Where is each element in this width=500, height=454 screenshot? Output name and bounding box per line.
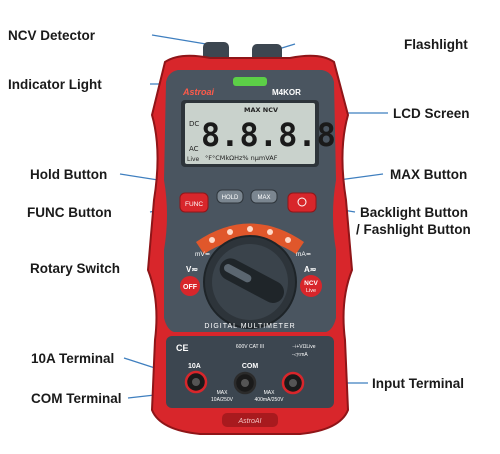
callout-fashlight-button: / Fashlight Button (356, 222, 471, 237)
term-com-label: COM (242, 363, 259, 370)
callout-flashlight: Flashlight (404, 37, 468, 52)
callout-com-terminal: COM Terminal (31, 391, 122, 406)
term-max2-value: 400mA/250V (255, 397, 285, 403)
dial-a-label: A≂ (304, 265, 317, 274)
lcd-digits: 8.8.8.8 (201, 116, 336, 154)
foot-badge (222, 413, 278, 427)
callout-backlight-button: Backlight Button (360, 205, 468, 220)
term-max1-value: 10A/250V (211, 397, 234, 403)
dial-ncv-label: NCV (304, 280, 318, 287)
callout-hold-button: Hold Button (30, 167, 108, 182)
terminal-input[interactable] (281, 371, 305, 395)
rotary-switch[interactable] (203, 235, 297, 329)
lcd-ac: AC (189, 145, 199, 153)
backlight-button[interactable] (287, 192, 317, 213)
callout-ncv-detector: NCV Detector (8, 28, 96, 43)
lcd-units: °F°CMkΩHz% nµmVAF (205, 154, 278, 162)
lcd-live: Live (187, 156, 200, 163)
rotary-knob-pointer (223, 264, 252, 283)
leader-ncv (151, 34, 213, 46)
dial-ncv-marker (300, 275, 322, 297)
lcd-screen (185, 103, 315, 164)
ce-mark: CE (176, 343, 189, 353)
backlight-icon (297, 197, 307, 207)
func-button-label: FUNC (185, 201, 203, 208)
term-max2-label: MAX (264, 390, 276, 396)
dial-ncv-live-label: Live (306, 288, 316, 294)
cat-rating: 600V CAT III (236, 344, 264, 350)
callout-lcd-screen: LCD Screen (393, 106, 470, 121)
vlive-label: ⊣+VΩLive (292, 344, 316, 350)
hold-button-label: HOLD (222, 195, 239, 201)
callout-10a-terminal: 10A Terminal (31, 351, 115, 366)
term-10a-label: 10A (188, 363, 201, 370)
terminal-10a[interactable] (184, 370, 208, 394)
dial-mv-label: mV≂ (195, 251, 211, 258)
max-button[interactable]: MAX (250, 189, 278, 204)
callout-rotary-switch: Rotary Switch (30, 261, 121, 276)
foot-brand: AstroAI (238, 418, 262, 425)
dial-range-icons (209, 226, 291, 243)
term-max1-label: MAX (217, 390, 229, 396)
hold-button[interactable]: HOLD (216, 189, 244, 204)
callout-func-button: FUNC Button (27, 205, 112, 220)
lcd-top-indicators: MAX NCV (244, 106, 278, 114)
dial-off-label: OFF (183, 284, 198, 291)
panel-label: DIGITAL MULTIMETER (204, 323, 295, 330)
callout-max-button: MAX Button (390, 167, 468, 182)
dial-ma-label: mA≂ (296, 251, 312, 258)
dial-v-label: V≂ (186, 265, 198, 274)
dial-off-marker (180, 276, 200, 296)
model-label: M4KOR (272, 88, 301, 97)
terminal-com[interactable] (233, 371, 257, 395)
brand-logo: Astroai (182, 87, 215, 97)
input-symbols: -◁≈mA (292, 352, 308, 358)
indicator-light (233, 77, 267, 86)
lcd-dc: DC (189, 120, 199, 128)
callout-input-terminal: Input Terminal (372, 376, 465, 391)
max-button-label: MAX (257, 195, 270, 201)
func-button[interactable]: FUNC (179, 192, 209, 213)
callout-indicator-light: Indicator Light (8, 77, 102, 92)
